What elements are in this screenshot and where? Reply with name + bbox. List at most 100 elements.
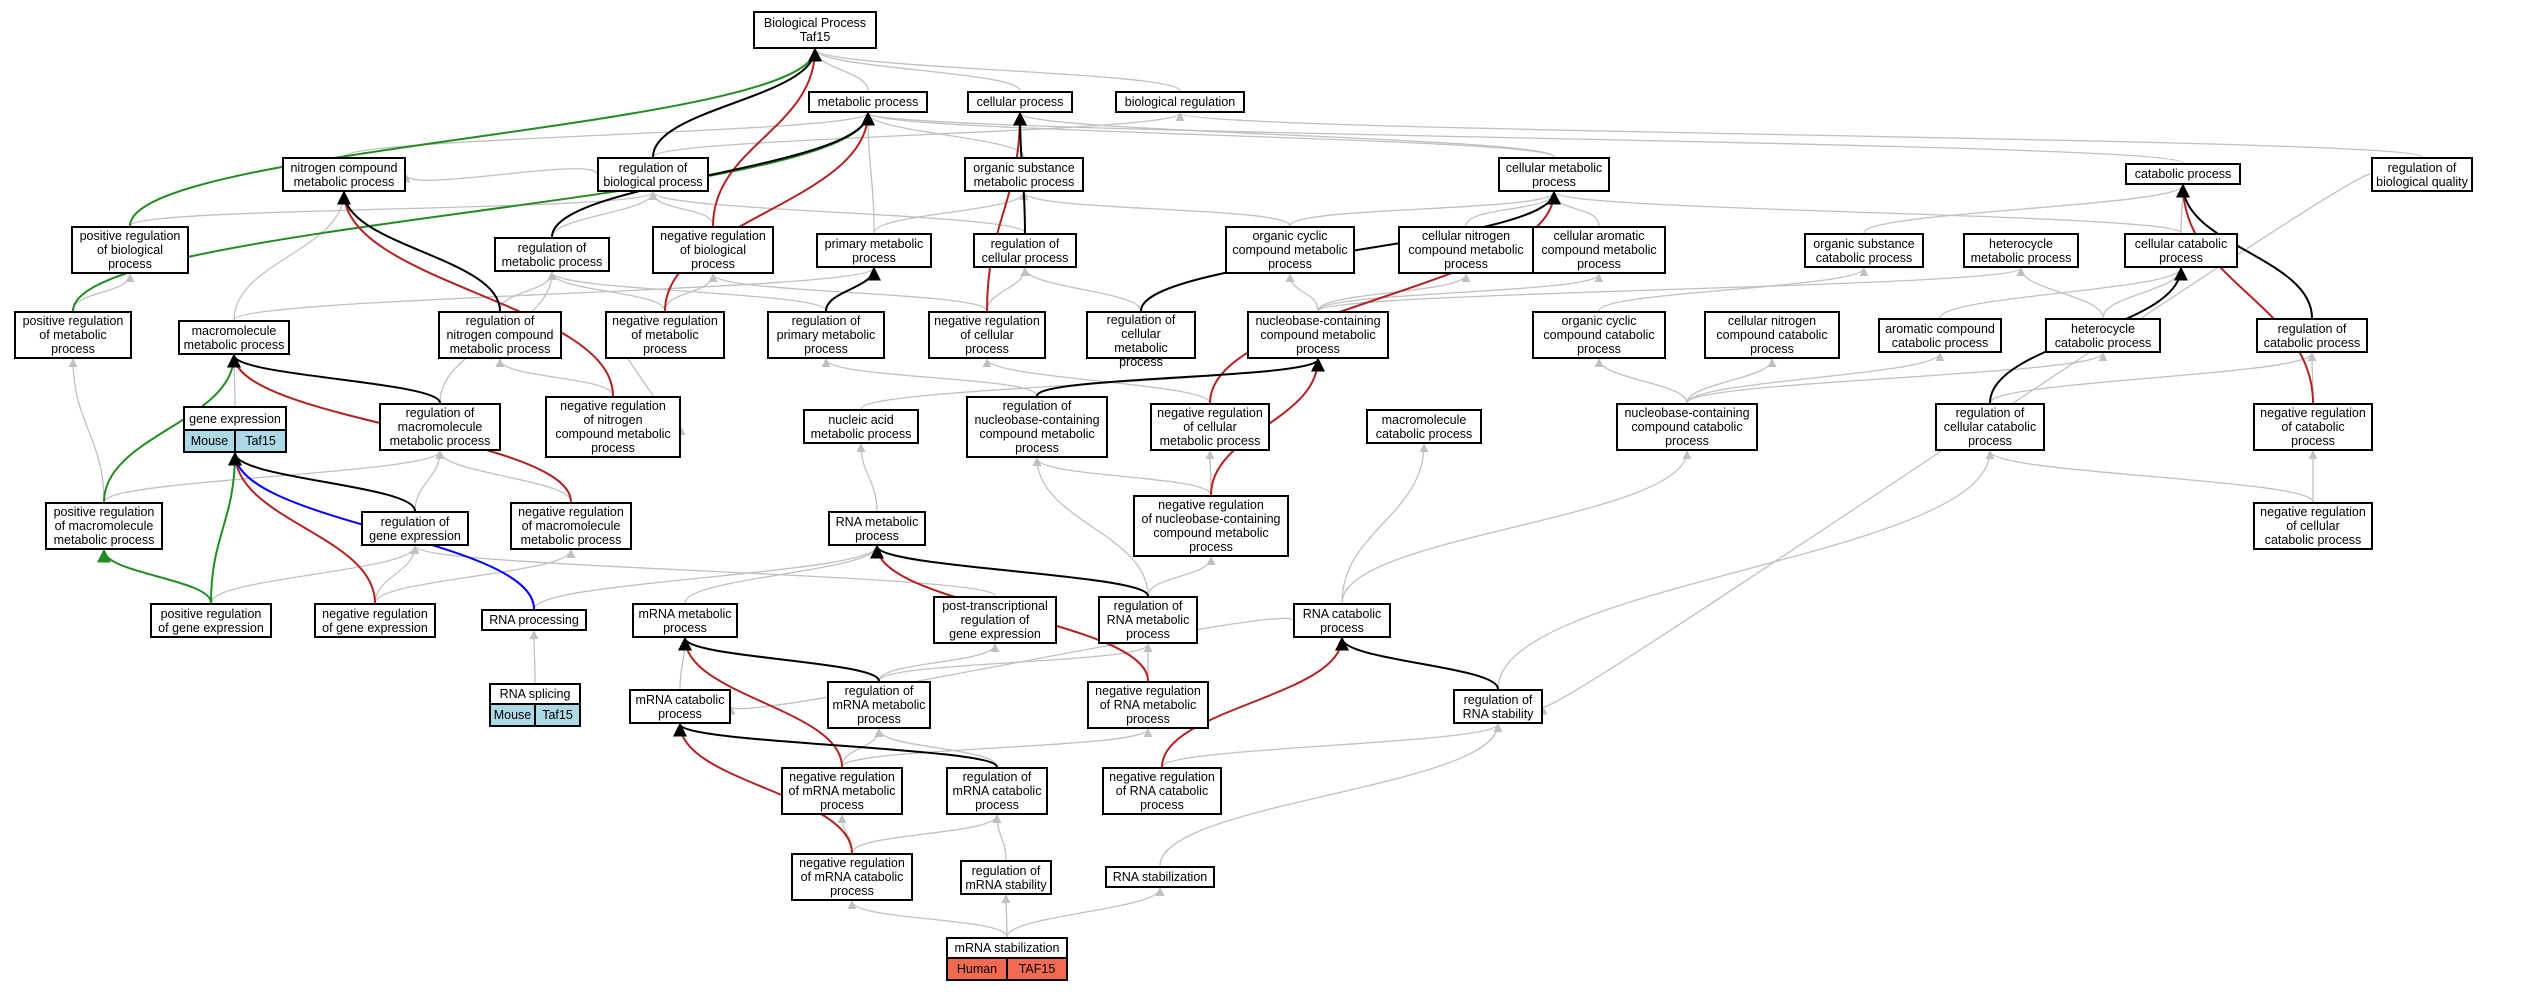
go-term-label: regulation of gene expression xyxy=(369,514,461,543)
go-term-node-mrnamet[interactable]: mRNA metabolic process xyxy=(632,603,738,638)
go-term-node-catab[interactable]: catabolic process xyxy=(2125,163,2241,185)
go-term-node-orgcyccat[interactable]: organic cyclic compound catabolic proces… xyxy=(1532,311,1666,359)
go-term-node-rnastab[interactable]: RNA stabilization xyxy=(1105,866,1215,888)
edge-aromcat-to-cellcat xyxy=(1939,267,2186,319)
go-term-label: organic substance catabolic process xyxy=(1813,236,1915,265)
go-term-node-nucmet[interactable]: nucleobase-containing compound metabolic… xyxy=(1247,311,1389,359)
go-term-node-rnamet[interactable]: RNA metabolic process xyxy=(828,511,926,546)
go-term-node-posmacro[interactable]: positive regulation of macromolecule met… xyxy=(45,502,163,550)
go-term-node-rnacat[interactable]: RNA catabolic process xyxy=(1293,603,1391,638)
go-term-label: RNA catabolic process xyxy=(1302,606,1382,635)
edge-negbio-to-bp xyxy=(712,47,822,227)
go-term-label: negative regulation of gene expression xyxy=(322,606,428,635)
go-term-node-orgsubcat[interactable]: organic substance catabolic process xyxy=(1804,233,1924,268)
go-term-node-negmrnamet[interactable]: negative regulation of mRNA metabolic pr… xyxy=(781,767,903,815)
go-term-node-hetcat[interactable]: heterocycle catabolic process xyxy=(2045,318,2161,353)
go-term-node-posbio[interactable]: positive regulation of biological proces… xyxy=(71,226,189,274)
go-term-node-regprim[interactable]: regulation of primary metabolic process xyxy=(767,311,885,359)
go-term-node-orgsub[interactable]: organic substance metabolic process xyxy=(964,157,1084,192)
go-term-node-mrnacat[interactable]: mRNA catabolic process xyxy=(629,689,731,724)
edge-rnastab-to-regrnastab xyxy=(1159,723,1503,867)
go-term-node-negrnacat[interactable]: negative regulation of RNA catabolic pro… xyxy=(1102,767,1222,815)
go-term-label: regulation of metabolic process xyxy=(501,240,603,269)
go-term-node-regcatab[interactable]: regulation of catabolic process xyxy=(2256,318,2368,353)
edge-posgene-to-reggene xyxy=(210,545,420,604)
go-term-node-nuccat[interactable]: nucleobase-containing compound catabolic… xyxy=(1616,403,1758,451)
go-term-node-nucacid[interactable]: nucleic acid metabolic process xyxy=(803,409,919,444)
go-term-node-regcell[interactable]: regulation of cellular process xyxy=(973,233,1077,268)
edge-negcell-to-regcell xyxy=(986,267,1030,312)
go-term-label: regulation of RNA metabolic process xyxy=(1106,599,1190,641)
edge-regnuc-to-nucmet xyxy=(1036,357,1325,397)
go-term-node-regcellcat[interactable]: regulation of cellular catabolic process xyxy=(1935,403,2045,451)
go-term-node-nitro[interactable]: nitrogen compound metabolic process xyxy=(282,157,406,192)
go-term-node-cellmet[interactable]: cellular metabolic process xyxy=(1498,157,1610,192)
go-term-node-negrnamet[interactable]: negative regulation of RNA metabolic pro… xyxy=(1087,681,1209,729)
go-term-node-negmacro[interactable]: negative regulation of macromolecule met… xyxy=(510,502,632,550)
go-term-node-regcellmet[interactable]: regulation of cellular metabolic process xyxy=(1086,311,1196,369)
go-term-node-negcellmet[interactable]: negative regulation of cellular metaboli… xyxy=(1150,403,1270,451)
go-term-node-regmrnastab[interactable]: regulation of mRNA stability xyxy=(960,860,1052,895)
go-term-node-orgcyc[interactable]: organic cyclic compound metabolic proces… xyxy=(1225,226,1355,274)
go-term-label: organic cyclic compound metabolic proces… xyxy=(1232,229,1348,271)
go-term-node-macrocat[interactable]: macromolecule catabolic process xyxy=(1366,409,1482,444)
go-term-node-cellnitcat[interactable]: cellular nitrogen compound catabolic pro… xyxy=(1704,311,1840,359)
go-term-node-reggene[interactable]: regulation of gene expression xyxy=(361,511,469,546)
edge-regnit-to-nitro xyxy=(337,190,501,312)
edge-orgcyc-to-orgsub xyxy=(1019,191,1291,227)
go-term-node-negmet[interactable]: negative regulation of metabolic process xyxy=(605,311,725,359)
go-term-node-neggene[interactable]: negative regulation of gene expression xyxy=(314,603,436,638)
go-term-node-posmet[interactable]: positive regulation of metabolic process xyxy=(14,311,132,359)
go-term-node-regmrnamet[interactable]: regulation of mRNA metabolic process xyxy=(827,681,931,729)
go-term-node-cellarom[interactable]: cellular aromatic compound metabolic pro… xyxy=(1532,226,1666,274)
go-term-node-bioreg[interactable]: biological regulation xyxy=(1115,91,1245,113)
go-term-node-regbio[interactable]: regulation of biological process xyxy=(597,157,709,192)
go-term-node-regqual[interactable]: regulation of biological quality xyxy=(2371,157,2473,192)
go-term-node-rnaproc[interactable]: RNA processing xyxy=(481,609,587,631)
go-term-label: positive regulation of macromolecule met… xyxy=(53,505,155,547)
go-term-node-aromcat[interactable]: aromatic compound catabolic process xyxy=(1878,318,2002,353)
go-term-label: RNA splicing xyxy=(499,687,571,701)
go-term-node-regmet[interactable]: regulation of metabolic process xyxy=(494,237,610,272)
go-term-node-regrnastab[interactable]: regulation of RNA stability xyxy=(1453,689,1543,724)
go-term-node-negnit[interactable]: negative regulation of nitrogen compound… xyxy=(545,396,681,458)
go-term-node-negcatab[interactable]: negative regulation of catabolic process xyxy=(2253,403,2373,451)
go-term-label: negative regulation of RNA metabolic pro… xyxy=(1095,684,1201,726)
edge-negmacro-to-regmacro xyxy=(435,450,572,503)
go-term-node-regrnamet[interactable]: regulation of RNA metabolic process xyxy=(1098,596,1198,644)
go-term-label: cellular process xyxy=(976,95,1064,109)
edge-negrnacat-to-rnacat xyxy=(1161,636,1349,768)
go-term-node-hetmet[interactable]: heterocycle metabolic process xyxy=(1963,233,2079,268)
go-term-node-cellproc[interactable]: cellular process xyxy=(967,91,1073,113)
edge-nucmet-to-cellnit xyxy=(1317,273,1471,312)
edge-regbio-to-bp xyxy=(652,47,822,158)
go-term-node-primmet[interactable]: primary metabolic process xyxy=(816,233,932,268)
go-term-node-cellcat[interactable]: cellular catabolic process xyxy=(2124,233,2238,268)
go-term-node-regmacro[interactable]: regulation of macromolecule metabolic pr… xyxy=(379,403,501,451)
go-term-node-regnit[interactable]: regulation of nitrogen compound metaboli… xyxy=(438,311,562,359)
go-term-node-regnuc[interactable]: regulation of nucleobase-containing comp… xyxy=(966,396,1108,458)
go-term-node-negmrnacat[interactable]: negative regulation of mRNA catabolic pr… xyxy=(791,853,913,901)
go-term-node-negnuc[interactable]: negative regulation of nucleobase-contai… xyxy=(1133,495,1289,557)
go-term-node-negcell[interactable]: negative regulation of cellular process xyxy=(928,311,1046,359)
go-term-node-regmrnacat[interactable]: regulation of mRNA catabolic process xyxy=(946,767,1048,815)
edge-nuccat-to-orgcyccat xyxy=(1594,358,1688,404)
edge-regcellcat-to-regcatab xyxy=(1989,352,2317,404)
go-term-node-cellnit[interactable]: cellular nitrogen compound metabolic pro… xyxy=(1398,226,1534,274)
go-term-node-negbio[interactable]: negative regulation of biological proces… xyxy=(652,226,774,274)
edge-negmet-to-metab xyxy=(664,111,875,312)
edge-rnacat-to-macrocat xyxy=(1341,443,1429,604)
go-term-label: negative regulation of metabolic process xyxy=(612,314,718,356)
go-term-node-posgene[interactable]: positive regulation of gene expression xyxy=(150,603,272,638)
go-term-node-negcellcat[interactable]: negative regulation of cellular cataboli… xyxy=(2253,502,2373,550)
go-term-label: regulation of catabolic process xyxy=(2263,321,2361,350)
go-term-node-metab[interactable]: metabolic process xyxy=(808,91,928,113)
go-term-label: negative regulation of nucleobase-contai… xyxy=(1141,498,1281,554)
go-term-node-macromet[interactable]: macromolecule metabolic process xyxy=(178,320,290,355)
go-term-node-bp[interactable]: Biological Process Taf15 xyxy=(753,11,877,49)
go-term-node-posttx[interactable]: post-transcriptional regulation of gene … xyxy=(933,596,1057,644)
